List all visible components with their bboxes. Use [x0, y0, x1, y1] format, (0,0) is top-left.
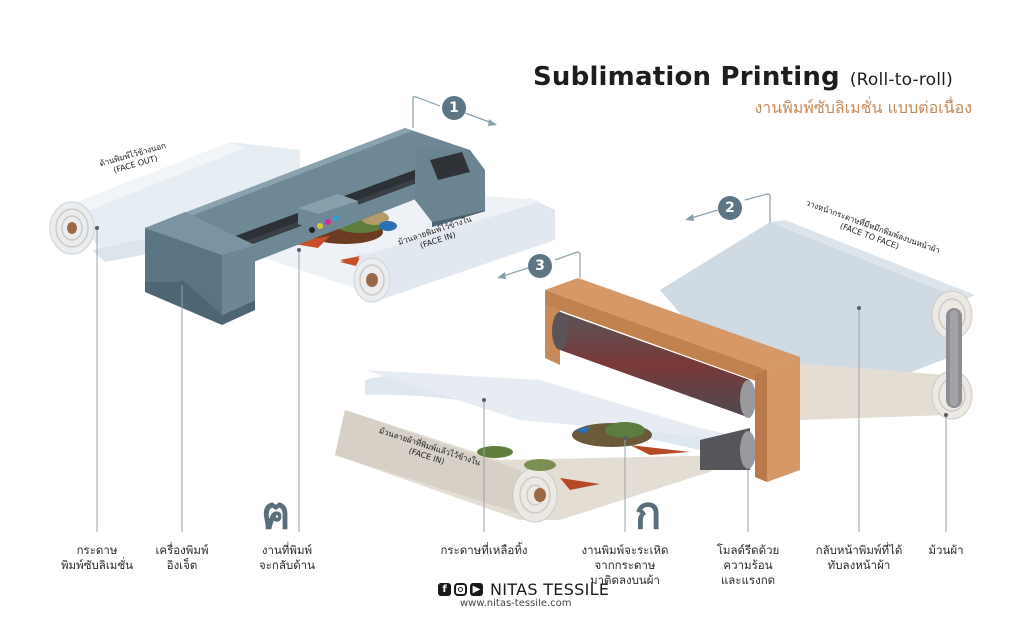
page-title: Sublimation Printing (Roll-to-roll) [533, 62, 953, 92]
step-2-callout [685, 193, 771, 222]
label-line: มาติดลงบนผ้า [590, 573, 660, 587]
step-badge-1: 1 [442, 96, 466, 120]
step-3-callout [497, 251, 581, 279]
printed-paper-roll-face-in [340, 198, 555, 303]
label-line: ม้วนผ้า [928, 543, 964, 557]
label-line: และแรงกด [720, 573, 776, 587]
label-line: โมลด์รีดด้วย [716, 543, 780, 557]
leader-dots [95, 226, 948, 440]
label-line: กระดาษที่เหลือทิ้ง [440, 543, 528, 557]
brand-footer: f ▶ NITAS TESSILE [438, 580, 609, 599]
heat-press-mold [545, 278, 800, 482]
label-line: กลับหน้าพิมพ์ที่ได้ [815, 543, 903, 557]
label-line: ความร้อน [723, 558, 773, 572]
leader-lines [96, 228, 947, 532]
title-suffix: (Roll-to-roll) [849, 70, 953, 90]
inkjet-printer [145, 128, 485, 325]
page-subtitle: งานพิมพ์ซับลิเมชั่น แบบต่อเนื่อง [754, 98, 972, 117]
label-line: งานที่พิมพ์ [261, 543, 313, 557]
label-line: จะกลับด้าน [258, 558, 316, 572]
label-line: กระดาษ [76, 543, 118, 557]
step-badge-2: 2 [718, 196, 742, 220]
fabric-roll [931, 290, 973, 420]
label-reversed-print: งานที่พิมพ์ จะกลับด้าน [259, 543, 315, 573]
label-line: ทับลงหน้าผ้า [827, 558, 891, 572]
title-main: Sublimation Printing [533, 62, 840, 92]
step-1-callout [412, 96, 497, 128]
label-waste-paper: กระดาษที่เหลือทิ้ง [440, 543, 527, 558]
label-line: งานพิมพ์จะระเหิด [581, 543, 669, 557]
label-inkjet-printer: เครื่องพิมพ์ อิงเจ็ต [155, 543, 208, 573]
website-url[interactable]: www.nitas-tessile.com [460, 598, 572, 609]
reversed-print-glyph: ฅ [261, 488, 291, 539]
label-line: จากกระดาษ [594, 558, 656, 572]
label-line: พิมพ์ซับลิเมชั่น [60, 558, 134, 572]
label-face-to-fabric: กลับหน้าพิมพ์ที่ได้ ทับลงหน้าผ้า [816, 543, 903, 573]
step-badge-3: 3 [528, 254, 552, 278]
transferred-print-glyph: ก [634, 488, 662, 539]
label-sublimation-paper: กระดาษ พิมพ์ซับลิเมชั่น [61, 543, 133, 573]
label-sublimated-print: งานพิมพ์จะระเหิด จากกระดาษ มาติดลงบนผ้า [582, 543, 669, 588]
brand-name: NITAS TESSILE [490, 580, 610, 599]
label-fabric-roll: ม้วนผ้า [928, 543, 963, 558]
instagram-icon[interactable] [454, 583, 467, 596]
fabric-sheet [760, 360, 950, 420]
facebook-icon[interactable]: f [438, 583, 451, 596]
label-line: อิงเจ็ต [166, 558, 198, 572]
printed-fabric-roll-face-in [335, 410, 735, 523]
label-heat-press: โมลด์รีดด้วย ความร้อน และแรงกด [717, 543, 780, 588]
label-line: เครื่องพิมพ์ [155, 543, 209, 557]
youtube-icon[interactable]: ▶ [470, 583, 483, 596]
